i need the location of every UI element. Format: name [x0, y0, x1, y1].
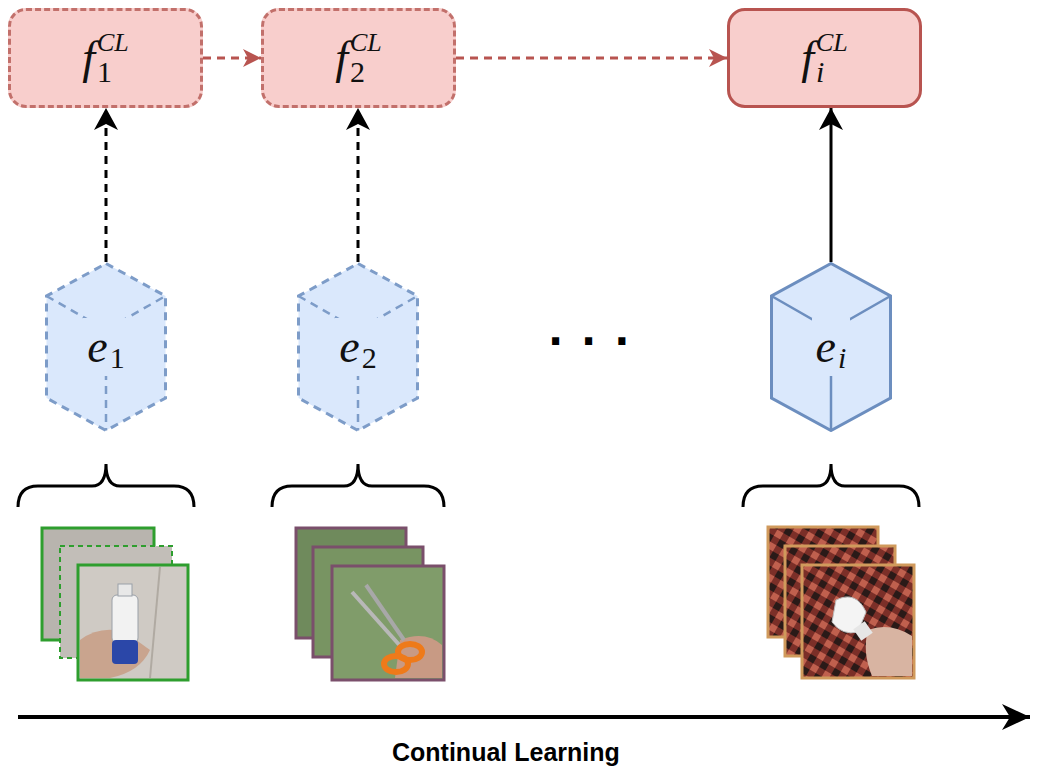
embedding-cube: e1	[45, 262, 167, 432]
connector-arrow	[357, 108, 360, 262]
model-box: fCL2	[261, 8, 456, 108]
subscript: 2	[350, 56, 382, 88]
connector-arrow	[105, 108, 108, 262]
math-label: ei	[812, 318, 851, 376]
math-label: fCL1	[82, 29, 129, 88]
connector-arrow	[830, 108, 833, 262]
cube-face	[47, 264, 166, 431]
model-box: fCL1	[8, 8, 203, 108]
timeline-axis	[18, 715, 1030, 719]
subscript: 1	[110, 342, 125, 374]
index-stack: CL2	[350, 29, 382, 88]
image-stack-1	[42, 528, 188, 680]
image-stack-2	[296, 528, 444, 680]
math-label: fCLi	[801, 29, 848, 88]
symbol: f	[801, 35, 814, 81]
index-stack: i	[838, 342, 846, 374]
embedding-cube: e2	[297, 262, 419, 432]
axis-label: Continual Learning	[392, 738, 620, 767]
embedding-cube: ei	[770, 262, 892, 432]
cube-edges	[772, 296, 891, 431]
connector-arrow	[456, 57, 727, 60]
subscript: i	[838, 342, 846, 374]
index-stack: CLi	[816, 29, 848, 88]
symbol: f	[82, 35, 95, 81]
cube-face	[772, 264, 891, 431]
subscript: i	[816, 56, 848, 88]
symbol: e	[816, 324, 836, 370]
cube-edges	[47, 296, 166, 431]
symbol: e	[87, 324, 107, 370]
index-stack: CL1	[97, 29, 129, 88]
ellipsis: · · ·	[548, 318, 631, 364]
superscript: CL	[350, 29, 382, 56]
cube-edges	[299, 296, 418, 431]
subscript: 1	[97, 56, 129, 88]
math-label: e1	[83, 318, 128, 376]
connector-arrow	[203, 57, 261, 60]
image-stack-3	[768, 527, 914, 678]
subscript: 2	[362, 342, 377, 374]
index-stack: 2	[362, 342, 377, 374]
superscript: CL	[816, 29, 848, 56]
model-box: fCLi	[727, 8, 922, 108]
index-stack: 1	[110, 342, 125, 374]
symbol: e	[339, 324, 359, 370]
curly-brackets	[18, 464, 919, 507]
math-label: e2	[335, 318, 380, 376]
superscript: CL	[97, 29, 129, 56]
math-label: fCL2	[335, 29, 382, 88]
cube-face	[299, 264, 418, 431]
symbol: f	[335, 35, 348, 81]
